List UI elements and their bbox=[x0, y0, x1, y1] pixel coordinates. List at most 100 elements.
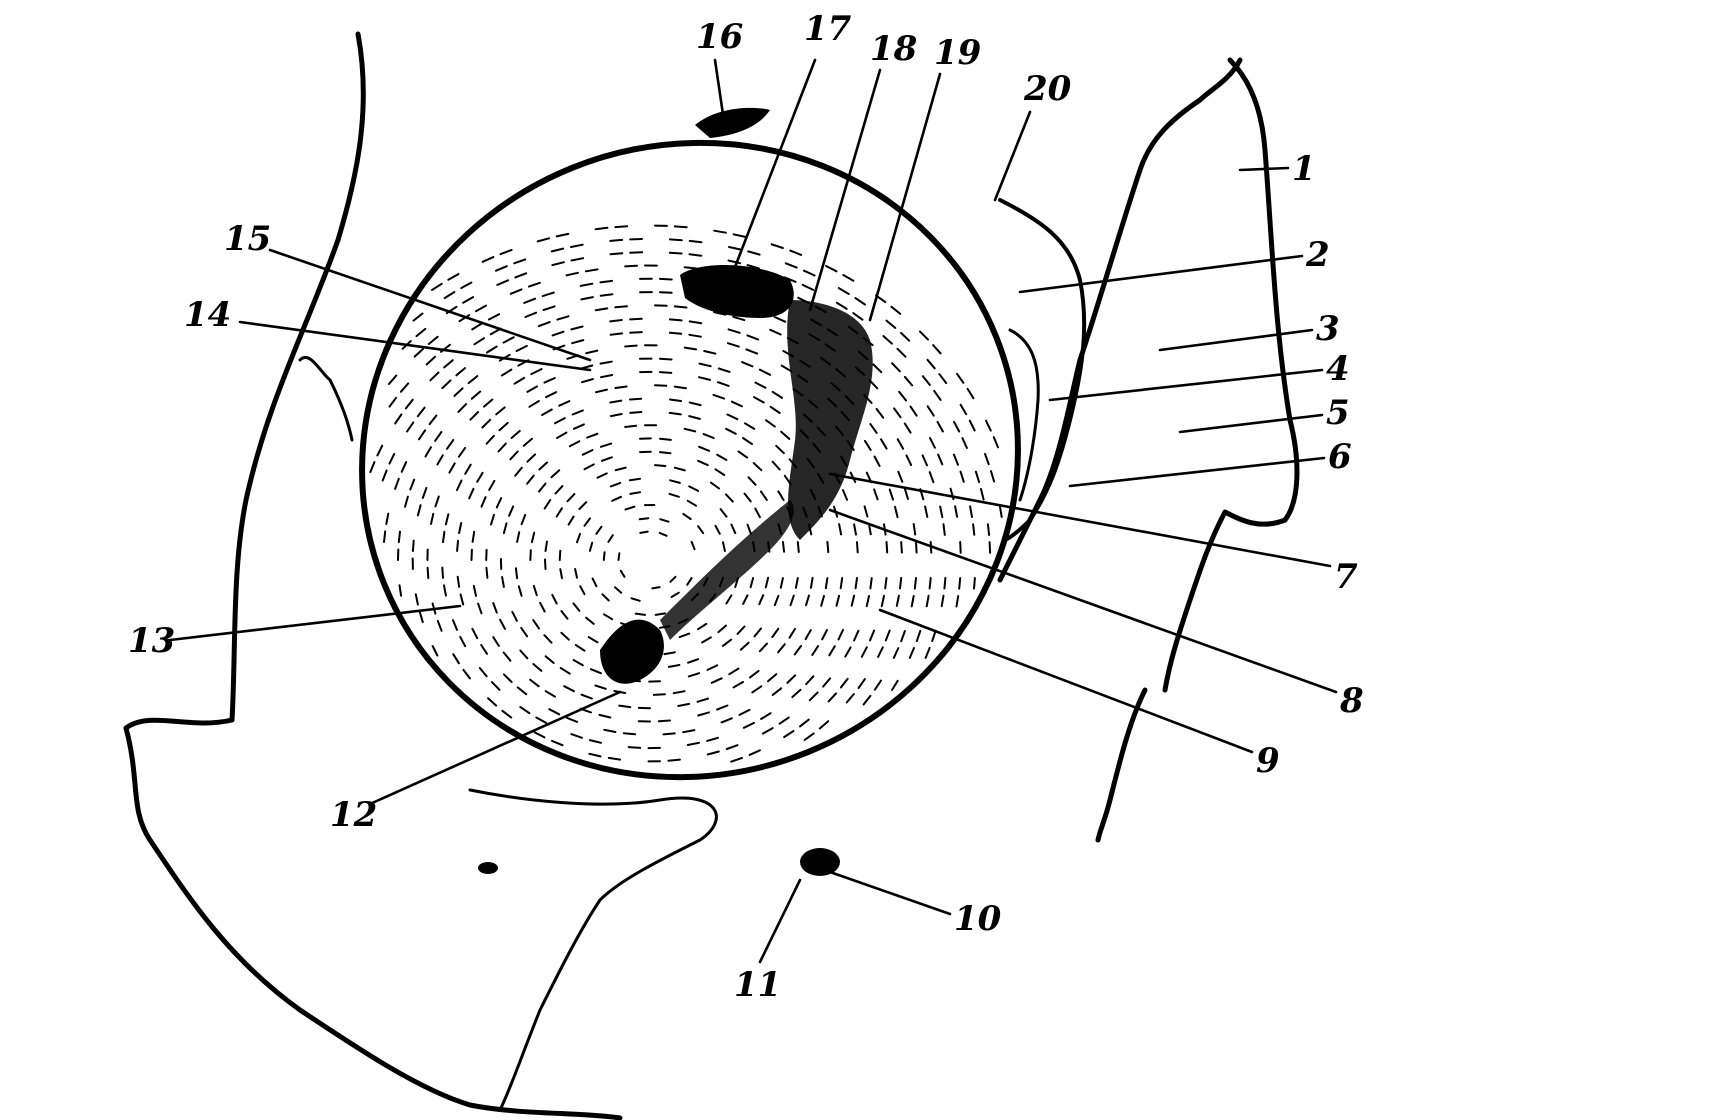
hatch-stroke bbox=[499, 248, 513, 256]
hatch-stroke bbox=[589, 668, 602, 675]
hatch-stroke bbox=[498, 421, 509, 432]
hatch-stroke bbox=[717, 367, 731, 373]
hatch-stroke bbox=[455, 367, 466, 377]
hatch-stroke bbox=[471, 627, 479, 640]
hatch-stroke bbox=[669, 398, 683, 402]
hatch-stroke bbox=[532, 663, 543, 672]
hatch-stroke bbox=[926, 358, 936, 370]
hatch-stroke bbox=[773, 594, 780, 607]
hatch-stroke bbox=[652, 693, 666, 696]
hatch-stroke bbox=[688, 401, 702, 407]
hatch-stroke bbox=[919, 330, 929, 341]
hatch-stroke bbox=[894, 505, 899, 519]
hatch-stroke bbox=[745, 348, 759, 355]
hatch-stroke bbox=[527, 281, 541, 288]
hatch-stroke bbox=[619, 569, 626, 578]
hatch-stroke bbox=[713, 311, 727, 316]
hatch-stroke bbox=[659, 277, 673, 281]
right-crescent-inner bbox=[1008, 328, 1040, 502]
hatch-stroke bbox=[524, 311, 538, 318]
hatch-stroke bbox=[873, 679, 882, 691]
hatch-stroke bbox=[730, 523, 737, 535]
hatch-stroke bbox=[459, 593, 465, 606]
hatch-stroke bbox=[760, 712, 772, 720]
hatch-stroke bbox=[544, 558, 547, 570]
hatch-stroke bbox=[622, 732, 637, 736]
hatch-stroke bbox=[716, 704, 729, 711]
hatch-stroke bbox=[972, 523, 976, 536]
hatch-stroke bbox=[609, 481, 622, 488]
hatch-stroke bbox=[899, 576, 903, 590]
hatch-stroke bbox=[532, 584, 538, 597]
hatch-stroke bbox=[686, 741, 700, 746]
hatch-stroke bbox=[502, 522, 508, 535]
hatch-stroke bbox=[827, 692, 837, 703]
hatch-stroke bbox=[579, 585, 586, 596]
hatch-stroke bbox=[599, 279, 614, 284]
hatch-stroke bbox=[411, 539, 415, 552]
hatch-stroke bbox=[490, 513, 495, 526]
hatch-stroke bbox=[903, 375, 914, 387]
hatch-stroke bbox=[893, 407, 902, 419]
hatch-stroke bbox=[877, 646, 884, 658]
label-6: 6 bbox=[1328, 437, 1352, 477]
hatch-stroke bbox=[629, 397, 643, 401]
hatch-stroke bbox=[457, 446, 467, 458]
hatch-stroke bbox=[742, 594, 749, 605]
hatch-stroke bbox=[719, 508, 728, 518]
hatch-stroke bbox=[865, 595, 870, 608]
hatch-stroke bbox=[915, 629, 922, 643]
hatch-stroke bbox=[431, 645, 439, 657]
hatch-stroke bbox=[541, 291, 555, 298]
hatch-stroke bbox=[413, 348, 424, 358]
hatch-stroke bbox=[485, 434, 495, 445]
hatch-stroke bbox=[444, 513, 450, 526]
hatch-stroke bbox=[968, 419, 976, 432]
hatch-stroke bbox=[751, 685, 763, 694]
hatch-stroke bbox=[614, 385, 628, 389]
hatch-stroke bbox=[732, 315, 746, 322]
small-blob bbox=[478, 862, 498, 874]
hatch-stroke bbox=[473, 337, 485, 346]
hatch-stroke bbox=[599, 442, 613, 448]
hatch-stroke bbox=[828, 645, 836, 657]
hatch-stroke bbox=[453, 387, 464, 397]
hatch-stroke bbox=[845, 693, 855, 704]
hatch-stroke bbox=[398, 584, 403, 597]
hatch-stroke bbox=[880, 594, 885, 608]
hatch-stroke bbox=[716, 453, 728, 461]
hatch-stroke bbox=[777, 643, 786, 654]
hatch-stroke bbox=[953, 420, 961, 433]
hatch-stroke bbox=[761, 727, 774, 735]
top-cap bbox=[695, 107, 770, 138]
hatch-stroke bbox=[492, 602, 498, 614]
hatch-stroke bbox=[603, 613, 614, 621]
label-7: 7 bbox=[1334, 557, 1358, 597]
hatch-stroke bbox=[986, 523, 991, 536]
hatch-stroke bbox=[891, 362, 901, 373]
hatch-stroke bbox=[662, 732, 676, 736]
hatch-stroke bbox=[900, 630, 906, 643]
hatch-stroke bbox=[543, 499, 552, 510]
hatch-stroke bbox=[474, 304, 487, 313]
hatch-stroke bbox=[936, 420, 944, 433]
hatch-stroke bbox=[912, 523, 917, 536]
hatch-stroke bbox=[709, 481, 721, 490]
hatch-stroke bbox=[764, 576, 770, 589]
hatch-stroke bbox=[673, 466, 686, 472]
hatch-stroke bbox=[583, 463, 595, 471]
hatch-stroke bbox=[585, 349, 599, 355]
hatch-stroke bbox=[550, 469, 561, 479]
hatch-stroke bbox=[404, 398, 414, 410]
hatch-stroke bbox=[668, 238, 683, 242]
hatch-stroke bbox=[522, 437, 533, 447]
hatch-stroke bbox=[706, 736, 719, 742]
hatch-stroke bbox=[853, 523, 857, 536]
hatch-stroke bbox=[556, 431, 568, 439]
hatch-stroke bbox=[467, 375, 479, 385]
hatch-stroke bbox=[394, 413, 403, 425]
hatch-stroke bbox=[726, 342, 740, 348]
hatch-stroke bbox=[601, 593, 610, 602]
hatch-stroke bbox=[426, 566, 430, 580]
hatch-stroke bbox=[720, 717, 733, 724]
